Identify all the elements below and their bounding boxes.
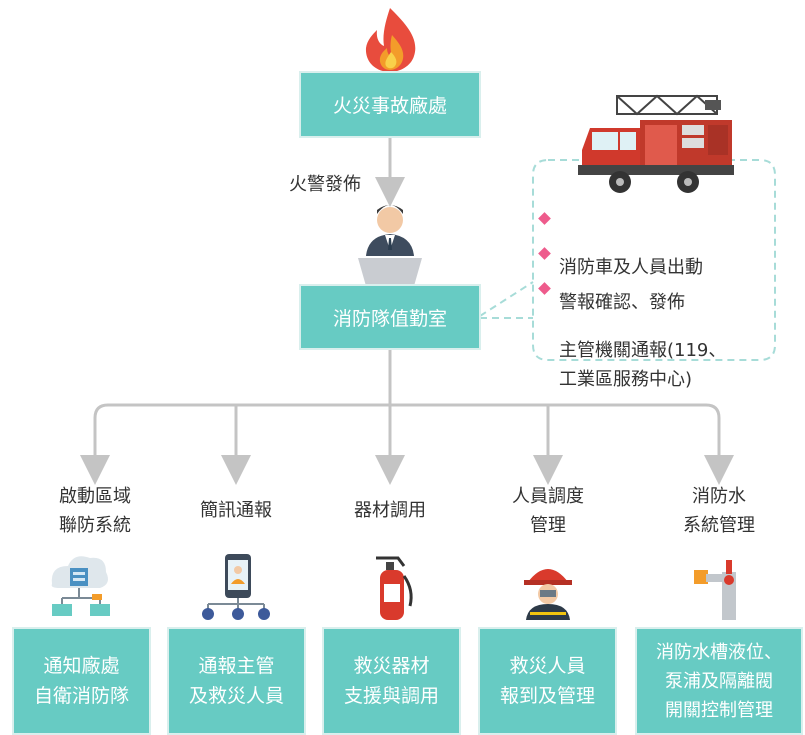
branch-label: 器材調用 bbox=[354, 500, 426, 521]
branch-box: 救災器材 支援與調用 bbox=[322, 627, 461, 735]
phone-people-icon bbox=[202, 554, 270, 620]
control-room-box: 消防隊值勤室 bbox=[299, 284, 481, 350]
incident-source-box: 火災事故廠處 bbox=[299, 71, 481, 138]
firefighter-icon bbox=[524, 569, 572, 620]
branch-box: 通報主管 及救災人員 bbox=[167, 627, 306, 735]
branch-label: 簡訊通報 bbox=[200, 500, 272, 521]
network-cloud-icon bbox=[51, 556, 110, 616]
callout-item: 警報確認、發佈 bbox=[538, 243, 685, 315]
callout-item: 消防車及人員出動 bbox=[538, 208, 703, 280]
branch-label: 消防水 系統管理 bbox=[683, 486, 755, 536]
flame-icon bbox=[365, 8, 416, 72]
control-room-label: 消防隊值勤室 bbox=[332, 307, 447, 330]
branch-box: 通知廠處 自衛消防隊 bbox=[12, 627, 151, 735]
alert-label: 火警發佈 bbox=[289, 174, 361, 195]
branch-box: 消防水槽液位、 泵浦及隔離閥 開關控制管理 bbox=[635, 627, 803, 735]
callout-pointer bbox=[479, 281, 534, 319]
branch-label: 啟動區域 聯防系統 bbox=[59, 486, 131, 536]
callout-item: 主管機關通報(119、 工業區服務中心) bbox=[538, 278, 726, 394]
branch-box: 救災人員 報到及管理 bbox=[478, 627, 617, 735]
branch-label: 人員調度 管理 bbox=[512, 486, 584, 536]
operator-icon bbox=[352, 205, 428, 290]
callout-border bbox=[532, 159, 776, 361]
fire-extinguisher-icon bbox=[376, 556, 413, 620]
branch-connector bbox=[93, 403, 734, 485]
incident-source-label: 火災事故廠處 bbox=[332, 95, 447, 117]
water-valve-icon bbox=[694, 560, 736, 620]
fire-truck-icon bbox=[578, 94, 734, 193]
